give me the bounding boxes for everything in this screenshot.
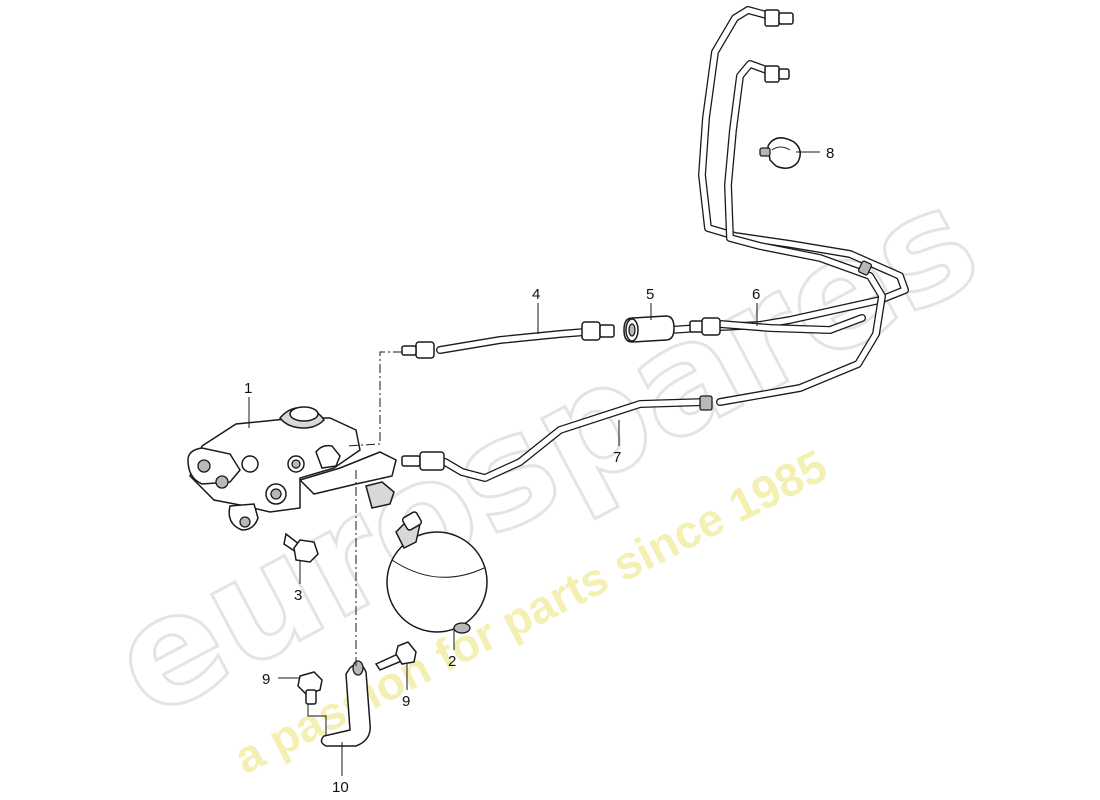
bolt-part-9-right: [374, 641, 417, 671]
assembly-lines: [307, 351, 402, 736]
pipes: [436, 6, 909, 482]
bolt-part-3: [283, 532, 319, 563]
leader-lines: [248, 151, 820, 776]
bolt-part-9-left: [297, 671, 323, 705]
callout-7: 7: [613, 449, 621, 466]
sleeve-part-5: [623, 315, 675, 343]
callout-5: 5: [646, 286, 654, 303]
top-connectors: [699, 9, 873, 411]
callout-2: 2: [448, 653, 456, 670]
fitting-part-4-right: [581, 321, 615, 341]
callout-1: 1: [244, 380, 252, 397]
pump-part-1: [187, 406, 397, 531]
callout-10: 10: [332, 779, 349, 796]
callout-3: 3: [294, 587, 302, 604]
callout-6: 6: [752, 286, 760, 303]
fitting-part-7: [401, 451, 445, 471]
callout-4: 4: [532, 286, 540, 303]
accumulator-part-2: [386, 511, 488, 634]
callout-9-left: 9: [262, 671, 270, 688]
callout-8: 8: [826, 145, 834, 162]
fitting-part-4-left: [401, 341, 435, 359]
clip-part-8: [759, 137, 801, 169]
fitting-part-6: [689, 317, 721, 336]
callout-9-right: 9: [402, 693, 410, 710]
callout-labels: 1 2 3 4 5 6 7 8 9 9 10: [244, 145, 834, 796]
